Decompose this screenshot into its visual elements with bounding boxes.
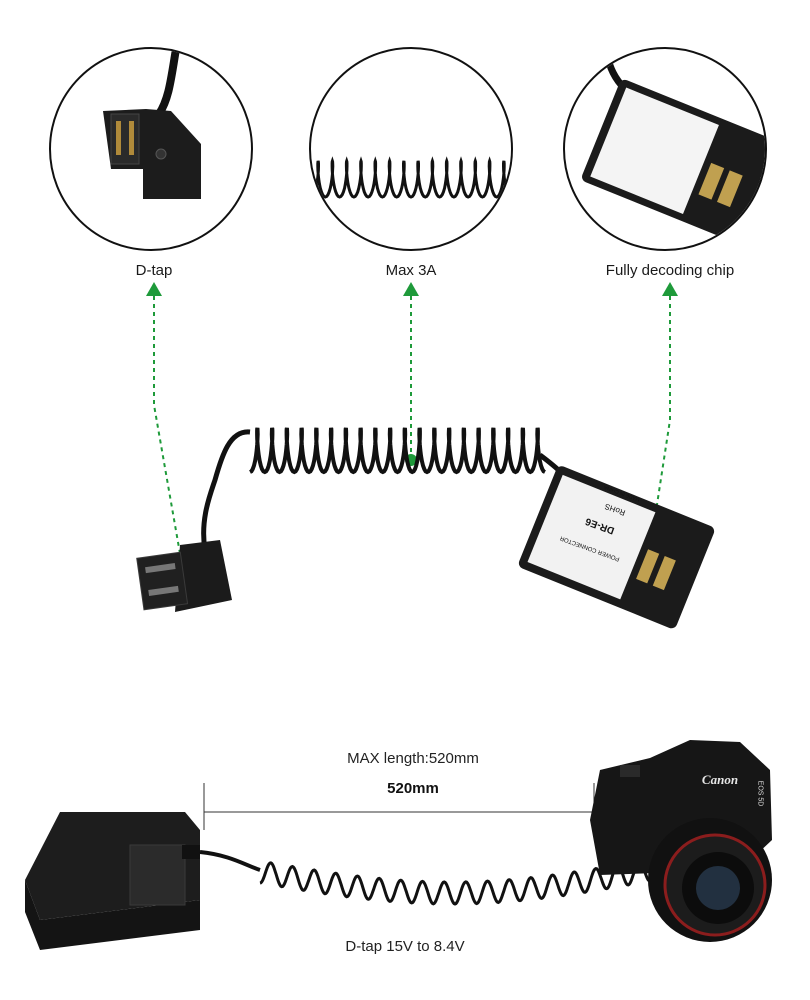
v-mount-battery xyxy=(25,812,200,950)
feature-label-dtap: D-tap xyxy=(135,262,173,279)
product-illustration xyxy=(136,282,715,629)
voltage-footer: D-tap 15V to 8.4V xyxy=(345,938,465,955)
max-length-title: MAX length:520mm xyxy=(347,750,479,767)
camera-model-badge: EOS 5D xyxy=(756,780,764,807)
coil-detail-circle xyxy=(309,47,513,251)
dummy-battery-plate xyxy=(518,466,715,629)
length-value: 520mm xyxy=(387,780,439,797)
dtap-connector-image xyxy=(103,49,201,199)
coiled-cable-image xyxy=(311,156,511,199)
coil-arrow-head xyxy=(403,282,419,296)
dtap-arrow-head xyxy=(146,282,162,296)
chip-arrow-head xyxy=(662,282,678,296)
dtap-plug xyxy=(136,540,232,612)
camera-body xyxy=(590,740,772,942)
feature-label-decoding-chip: Fully decoding chip xyxy=(605,262,735,279)
dtap-pointer-line xyxy=(153,296,183,566)
camera-brand: Canon xyxy=(701,772,739,787)
feature-label-max-current: Max 3A xyxy=(385,262,437,279)
chip-detail-circle xyxy=(563,47,767,251)
dtap-detail-circle xyxy=(49,47,253,251)
